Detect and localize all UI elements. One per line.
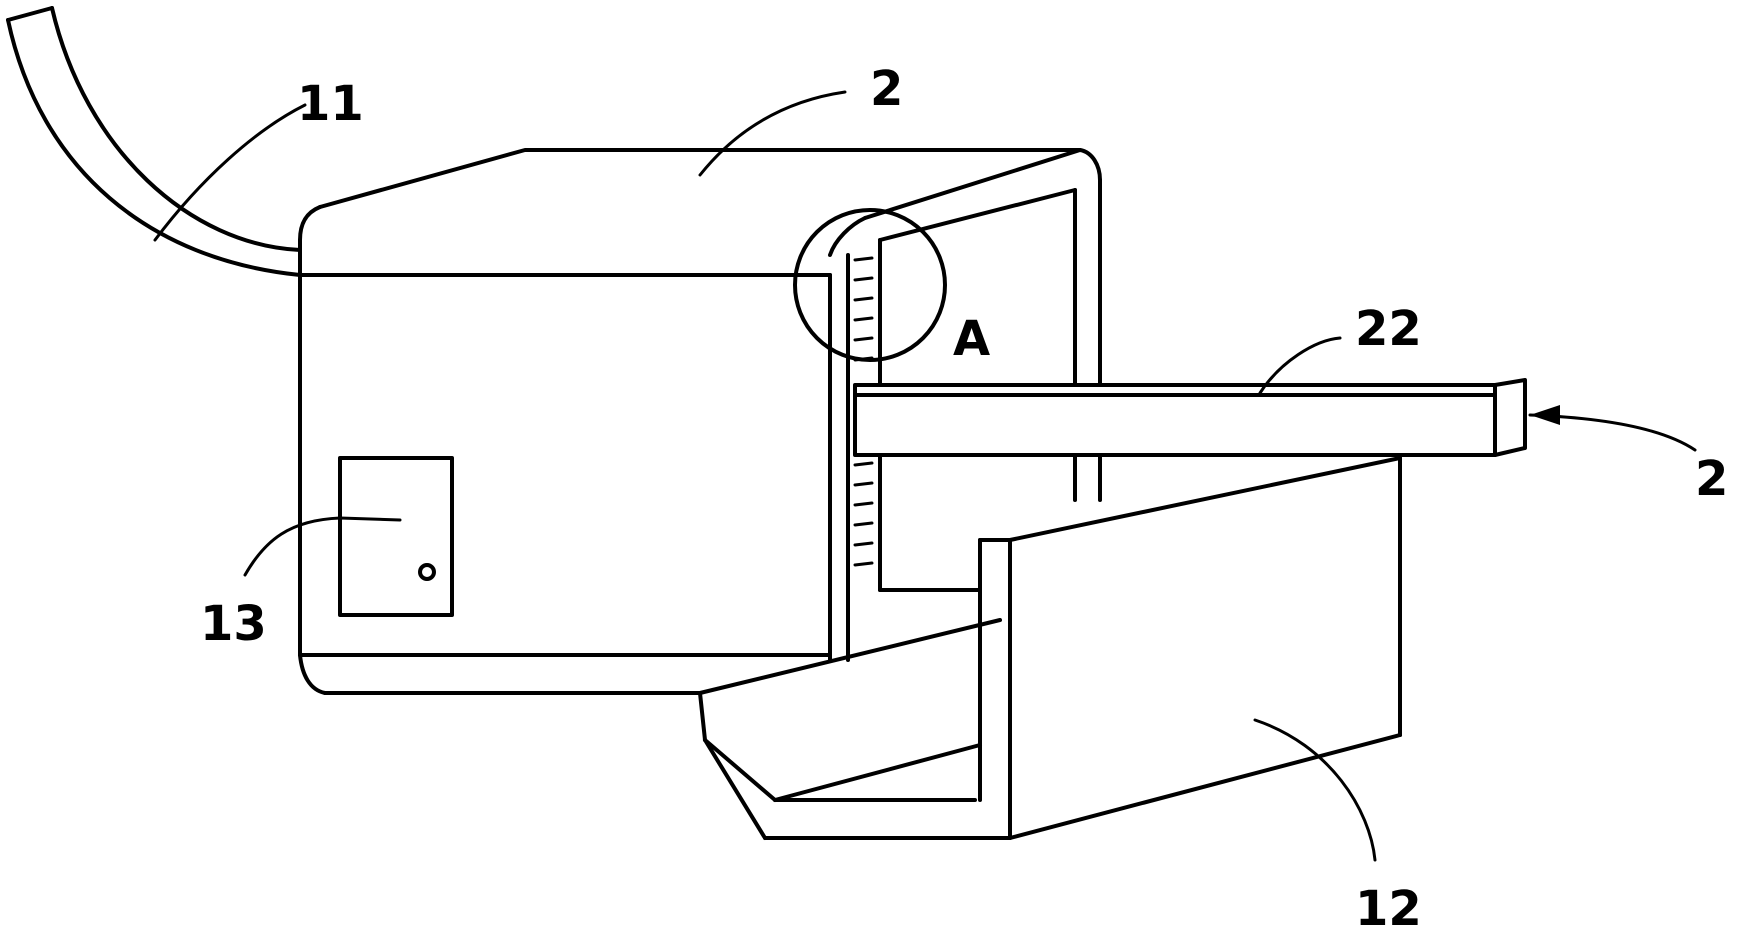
label-tray: 12 [1355,881,1422,933]
door-panel [338,456,454,617]
tray [698,456,1402,840]
label-top-housing: 2 [870,61,903,117]
label-door-panel: 13 [200,596,267,652]
label-rod: 22 [1355,301,1422,357]
detail-circle [793,208,947,362]
label-detail-a: A [953,311,990,367]
hose [6,6,302,277]
scale-ticks [853,256,874,567]
leader-lines [153,90,1697,862]
rod [853,378,1527,457]
label-hose: 11 [297,76,364,132]
main-housing [298,148,1102,695]
label-right-arrow: 2 [1695,451,1728,507]
